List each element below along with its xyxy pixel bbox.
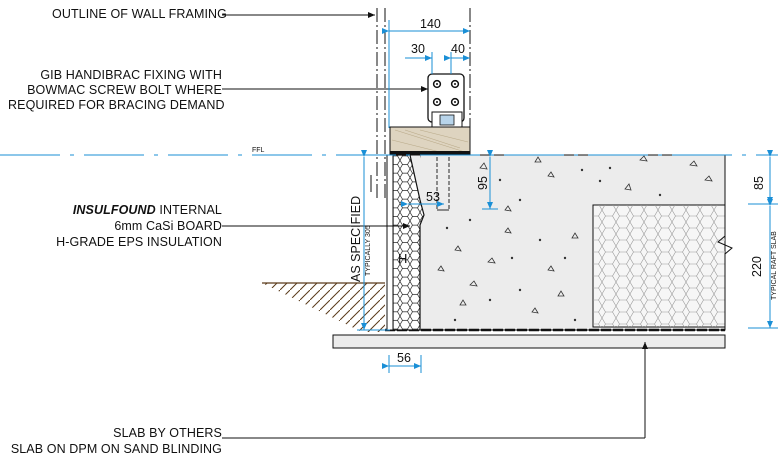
wall-framing-label: OUTLINE OF WALL FRAMING <box>52 7 227 21</box>
insulfound-label: INSULFOUND INTERNAL <box>18 203 222 217</box>
leader-lines <box>222 12 648 439</box>
wall-framing-outline <box>370 8 471 200</box>
dim-95: 95 <box>476 176 490 190</box>
dim-56: 56 <box>397 351 411 365</box>
insulfound-brand: INSULFOUND <box>72 203 156 217</box>
sand-blinding <box>332 328 726 349</box>
timber-bottom-plate <box>389 126 471 156</box>
eps-insulation-panel <box>392 154 425 331</box>
dim-140: 140 <box>420 17 441 31</box>
as-specified-label: AS SPECIFIED <box>349 196 363 282</box>
insulfound-internal: INTERNAL <box>155 203 222 217</box>
handibrac-label-line1: GIB HANDIBRAC FIXING WITH <box>40 68 222 82</box>
ffl-label: FFL <box>252 147 265 154</box>
typical-raft-slab-label: TYPICAL RAFT SLAB <box>771 231 778 300</box>
h-grade-mark: H <box>398 251 407 266</box>
eps-label: H-GRADE EPS INSULATION <box>56 235 222 249</box>
slab-by-others-label: SLAB BY OTHERS <box>113 426 222 440</box>
casi-board <box>386 154 394 331</box>
dim-40: 40 <box>451 42 465 56</box>
dim-85: 85 <box>752 176 766 190</box>
typically-305-label: TYPICALLY 305 <box>365 225 372 276</box>
dim-220: 220 <box>750 256 764 277</box>
concrete-aggregate <box>437 155 713 314</box>
handibrac-label-line2: BOWMAC SCREW BOLT WHERE <box>27 83 222 97</box>
dim-53: 53 <box>426 190 440 204</box>
casi-board-label: 6mm CaSi BOARD <box>114 219 222 233</box>
handibrac-bracket <box>427 73 465 128</box>
concrete-slab <box>419 154 733 331</box>
dimension-lines <box>357 20 778 373</box>
dim-30: 30 <box>411 42 425 56</box>
handibrac-label-line3: REQUIRED FOR BRACING DEMAND <box>8 98 225 112</box>
slab-on-dpm-label: SLAB ON DPM ON SAND BLINDING <box>10 442 222 456</box>
soil-hatch <box>262 282 385 332</box>
